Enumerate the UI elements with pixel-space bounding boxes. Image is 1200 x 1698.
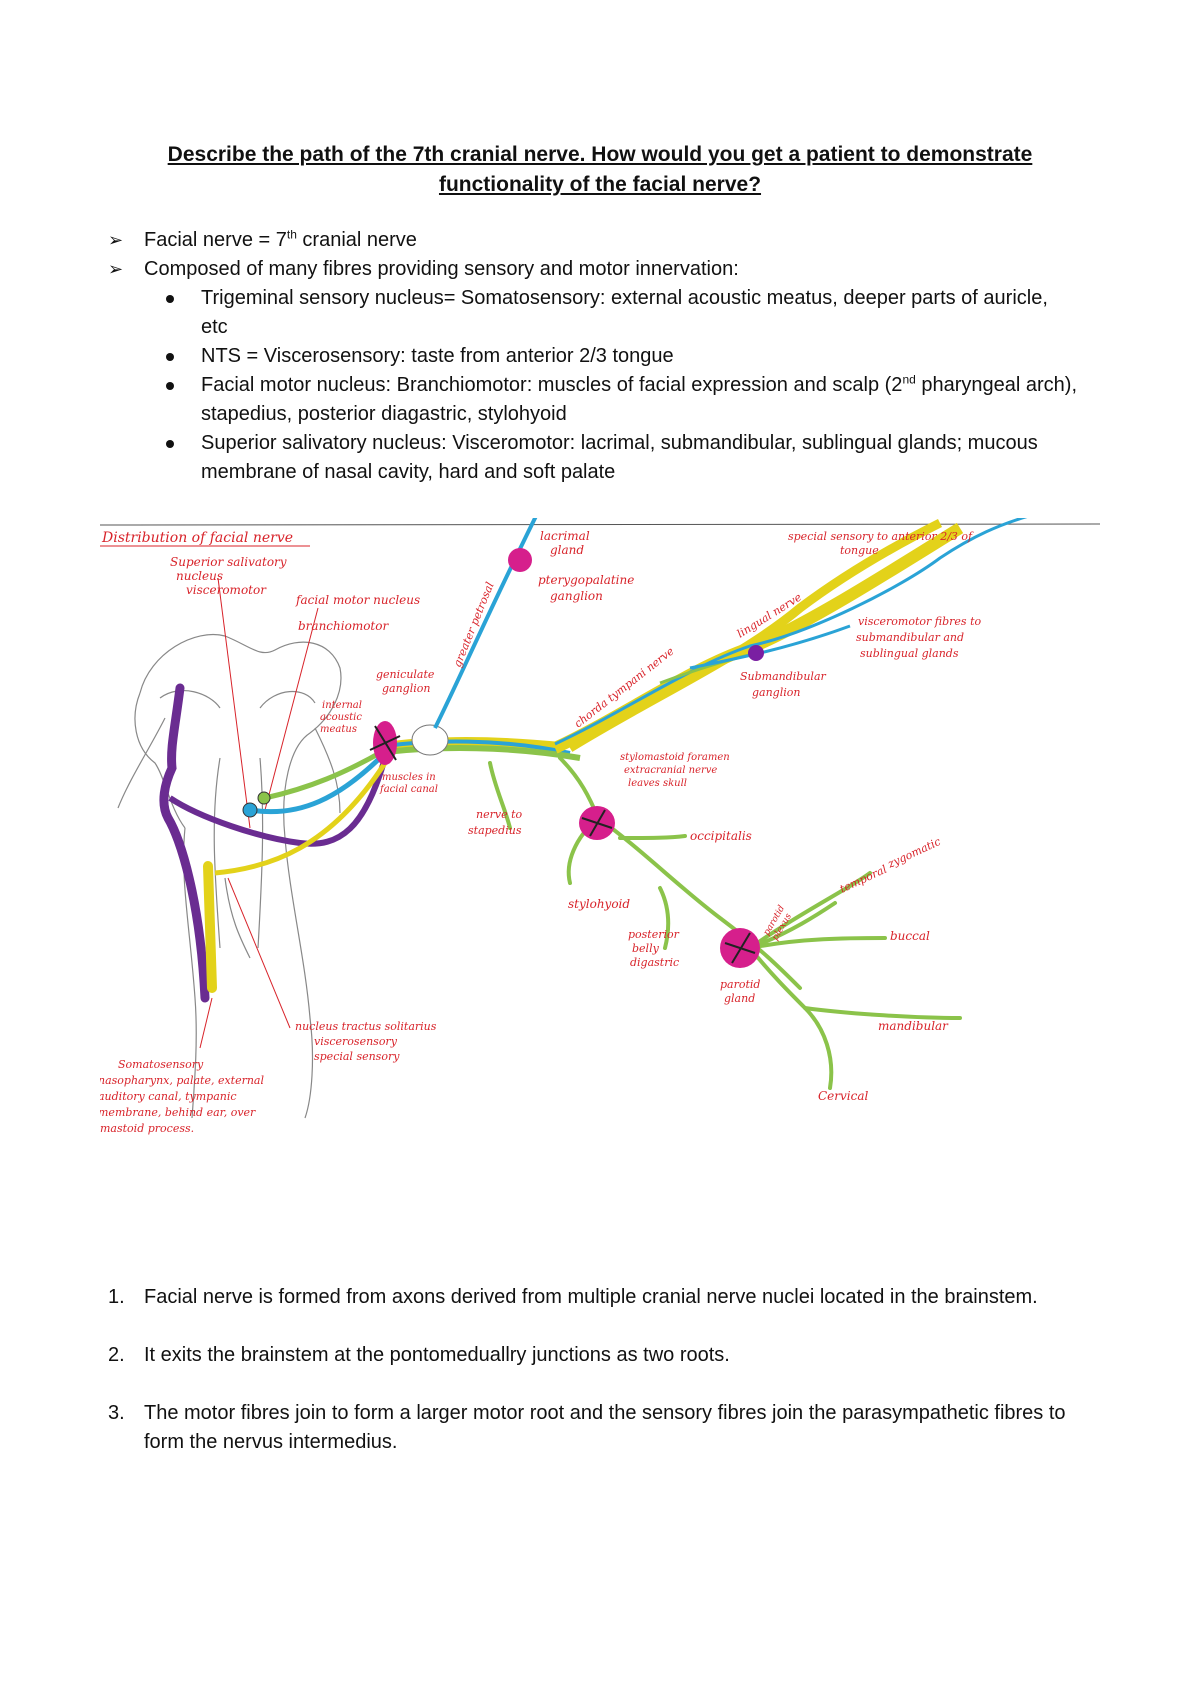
diagram-labels: Superior salivatory nucleus visceromotor…	[100, 529, 985, 1135]
label-stylohyoid: stylohyoid	[568, 897, 630, 911]
dot-bullet-icon	[166, 295, 174, 303]
step-item: 1.Facial nerve is formed from axons deri…	[108, 1283, 1068, 1312]
label-submandibular: Submandibular ganglion	[740, 670, 829, 699]
label-cervical: Cervical	[818, 1089, 869, 1103]
label-buccal: buccal	[890, 929, 930, 943]
label-somatosensory: Somatosensory nasopharynx, palate, exter…	[100, 1058, 268, 1135]
label-nucleus-tractus: nucleus tractus solitarius viscerosensor…	[295, 1020, 440, 1063]
label-greater-petrosal: greater petrosal	[451, 580, 497, 669]
label-occipitalis: occipitalis	[690, 829, 752, 843]
label-posterior-belly: posterior belly digastric	[628, 928, 682, 969]
dot-bullet-icon	[166, 353, 174, 361]
step-item: 3.The motor fibres join to form a larger…	[108, 1399, 1068, 1457]
brainstem-outline	[118, 635, 341, 1118]
label-facial-canal: muscles in facial canal	[379, 772, 439, 795]
arrow-bullet-icon: ➢	[108, 226, 123, 255]
sub-bullet-item: Superior salivatory nucleus: Visceromoto…	[108, 429, 1078, 487]
salivatory-nucleus-dot	[243, 803, 257, 817]
facial-motor-nucleus-dot	[258, 792, 270, 804]
sub-bullet-item: Trigeminal sensory nucleus= Somatosensor…	[108, 284, 1078, 342]
pterygopalatine-ganglion	[508, 548, 532, 572]
bullet-item: ➢ Composed of many fibres providing sens…	[108, 255, 1078, 284]
page-title: Describe the path of the 7th cranial ner…	[130, 140, 1070, 200]
sub-bullet-item: Facial motor nucleus: Branchiomotor: mus…	[108, 371, 1078, 429]
label-visceromotor-fibres: visceromotor fibres to submandibular and…	[856, 615, 985, 660]
steps-list: 1.Facial nerve is formed from axons deri…	[108, 1283, 1068, 1486]
label-parotid: parotid gland	[720, 978, 764, 1005]
dot-bullet-icon	[166, 440, 174, 448]
arrow-bullet-icon: ➢	[108, 255, 123, 284]
label-facial-motor: facial motor nucleus branchiomotor	[295, 593, 424, 633]
sub-bullet-item: NTS = Viscerosensory: taste from anterio…	[108, 342, 1078, 371]
label-lacrimal: lacrimal gland	[540, 529, 594, 557]
facial-nerve-diagram: Distribution of facial nerve	[100, 518, 1100, 1230]
motor-branches	[490, 758, 960, 1088]
nts-column	[208, 866, 212, 988]
label-internal-meatus: internal acoustic meatus	[320, 700, 365, 735]
sub-bullet-container: Trigeminal sensory nucleus= Somatosensor…	[108, 284, 1078, 487]
label-stylomastoid: stylomastoid foramen extracranial nerve …	[620, 752, 733, 789]
purple-fibre	[170, 758, 385, 844]
divider-line	[100, 524, 1100, 525]
label-geniculate: geniculate ganglion	[376, 668, 438, 695]
sub-bullet-list: Trigeminal sensory nucleus= Somatosensor…	[108, 284, 1078, 487]
label-pterygopalatine: pterygopalatine ganglion	[538, 573, 638, 603]
greater-petrosal-nerve	[435, 518, 545, 728]
bullet-list: ➢ Facial nerve = 7th cranial nerve ➢ Com…	[108, 226, 1078, 487]
dot-bullet-icon	[166, 382, 174, 390]
bullet-item: ➢ Facial nerve = 7th cranial nerve	[108, 226, 1078, 255]
label-mandibular: mandibular	[878, 1019, 949, 1033]
diagram-heading: Distribution of facial nerve	[101, 530, 293, 546]
step-item: 2.It exits the brainstem at the pontomed…	[108, 1341, 1068, 1370]
geniculate-ganglion	[412, 725, 448, 755]
label-stapedius: nerve to stapedius	[468, 808, 526, 837]
label-temporal: temporal	[838, 862, 890, 895]
diagram-svg: Distribution of facial nerve	[100, 518, 1100, 1230]
label-zygomatic: zygomatic	[885, 835, 943, 871]
submandibular-ganglion	[748, 645, 764, 661]
label-superior-salivatory: Superior salivatory nucleus visceromotor	[170, 555, 290, 597]
